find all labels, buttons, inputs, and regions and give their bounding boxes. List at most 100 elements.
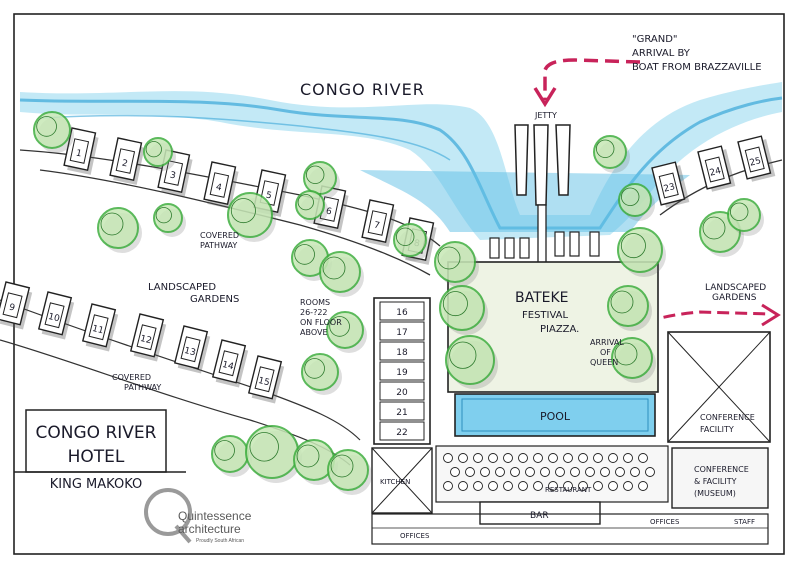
label-staff: STAFF [734,518,755,526]
pool-edge [461,398,649,432]
jetty-pier-1 [514,124,529,196]
tree-canopy [143,137,173,167]
label-landscaped-left-2: GARDENS [190,294,239,305]
restaurant-table [623,481,633,491]
restaurant-table [473,453,483,463]
title-subtitle: KING MAKOKO [50,477,143,492]
chalet-13: 13 [173,325,211,374]
chalet-roof [129,313,165,358]
conference-facility [667,331,771,443]
chalet-25: 25 [737,135,776,182]
tree [607,285,652,331]
tree [617,227,666,277]
restaurant-tables [443,453,655,491]
restaurant-table [503,481,513,491]
label-arrival-1: "GRAND" [632,34,678,45]
chalet-6: 6 [313,185,349,233]
chalet-inner [163,160,184,186]
tree-canopy [326,311,364,349]
chalet-4: 4 [203,161,239,209]
tree-detail [596,139,615,159]
label-covered-pathway-bottom-2: PATHWAY [124,383,161,392]
restaurant-table [563,453,573,463]
tree-detail [442,291,468,317]
tree [153,203,186,237]
label-bar: BAR [530,511,549,521]
title-box [25,409,167,473]
label-arrival-queen-3: QUEEN [590,358,618,367]
restaurant-table [593,453,603,463]
tree-detail [304,358,325,379]
river-edge-line [19,96,783,230]
tree-canopy [301,353,339,391]
tree [445,335,498,389]
logo-q-mark [144,488,192,536]
chalet-number: 13 [183,346,197,358]
restaurant-table [533,481,543,491]
tree-detail [621,187,640,207]
label-rooms-2: 26-?22 [300,308,328,317]
tree-canopy [611,337,653,379]
restaurant-table [563,481,573,491]
chalet-roof [737,135,772,180]
restaurant-table [615,467,625,477]
logo-name-line-2: architecture [178,522,241,536]
restaurant-table [443,453,453,463]
chalet-number: 3 [169,170,177,181]
conference-roof-line [667,331,771,443]
tree [327,449,372,495]
chalet-number: 23 [663,182,677,194]
chalet-number: 12 [139,334,153,346]
tree [618,183,655,221]
restaurant-table [578,453,588,463]
tree-detail [620,233,646,259]
tree-detail [329,316,350,337]
tree-canopy [445,335,495,385]
restaurant-table [495,467,505,477]
tree-detail [100,212,124,236]
chalet-9: 9 [0,281,33,330]
chalet-roof [651,161,686,206]
river-water [20,82,782,240]
service-strip [371,513,769,545]
tree-detail [214,440,235,461]
chalet-11: 11 [81,303,119,352]
tree-canopy [97,207,139,249]
label-museum-2: & FACILITY [694,477,737,486]
tree-detail [296,444,320,468]
bar-building [479,501,601,525]
tree [293,439,338,485]
restaurant-table [600,467,610,477]
label-rooms-3: ON FLOOR [300,318,342,327]
tree [439,285,488,335]
tower-room-18 [379,341,425,361]
restaurant-table [450,467,460,477]
restaurant-table [533,453,543,463]
tree-detail [730,202,749,222]
tower-room-number: 17 [396,328,407,338]
label-museum-3: (MUSEUM) [694,489,736,498]
chalet-15: 15 [247,355,285,404]
chalet-inner [744,146,765,173]
chalet-24: 24 [697,145,736,192]
tree-canopy [618,183,652,217]
chalet-inner [88,314,109,341]
kitchen-roof-line [371,447,433,514]
tree-canopy [303,161,337,195]
label-landscaped-right-1: LANDSCAPED [705,283,766,293]
chalet-roof [211,339,247,384]
label-rooms-4: ABOVE [300,328,328,337]
restaurant-table [638,453,648,463]
chalet-number: 11 [91,324,105,336]
tree-canopy [153,203,183,233]
restaurant-table [608,481,618,491]
chalet-roof [361,199,395,243]
title-line-1: CONGO RIVER [36,423,157,443]
queen-arrow-head-right [761,303,781,327]
chalet-23: 23 [651,161,690,208]
restaurant-table [548,481,558,491]
label-restaurant: RESTAURANT [545,486,592,494]
chalet-7: 7 [361,199,397,247]
tree-detail [610,290,634,314]
